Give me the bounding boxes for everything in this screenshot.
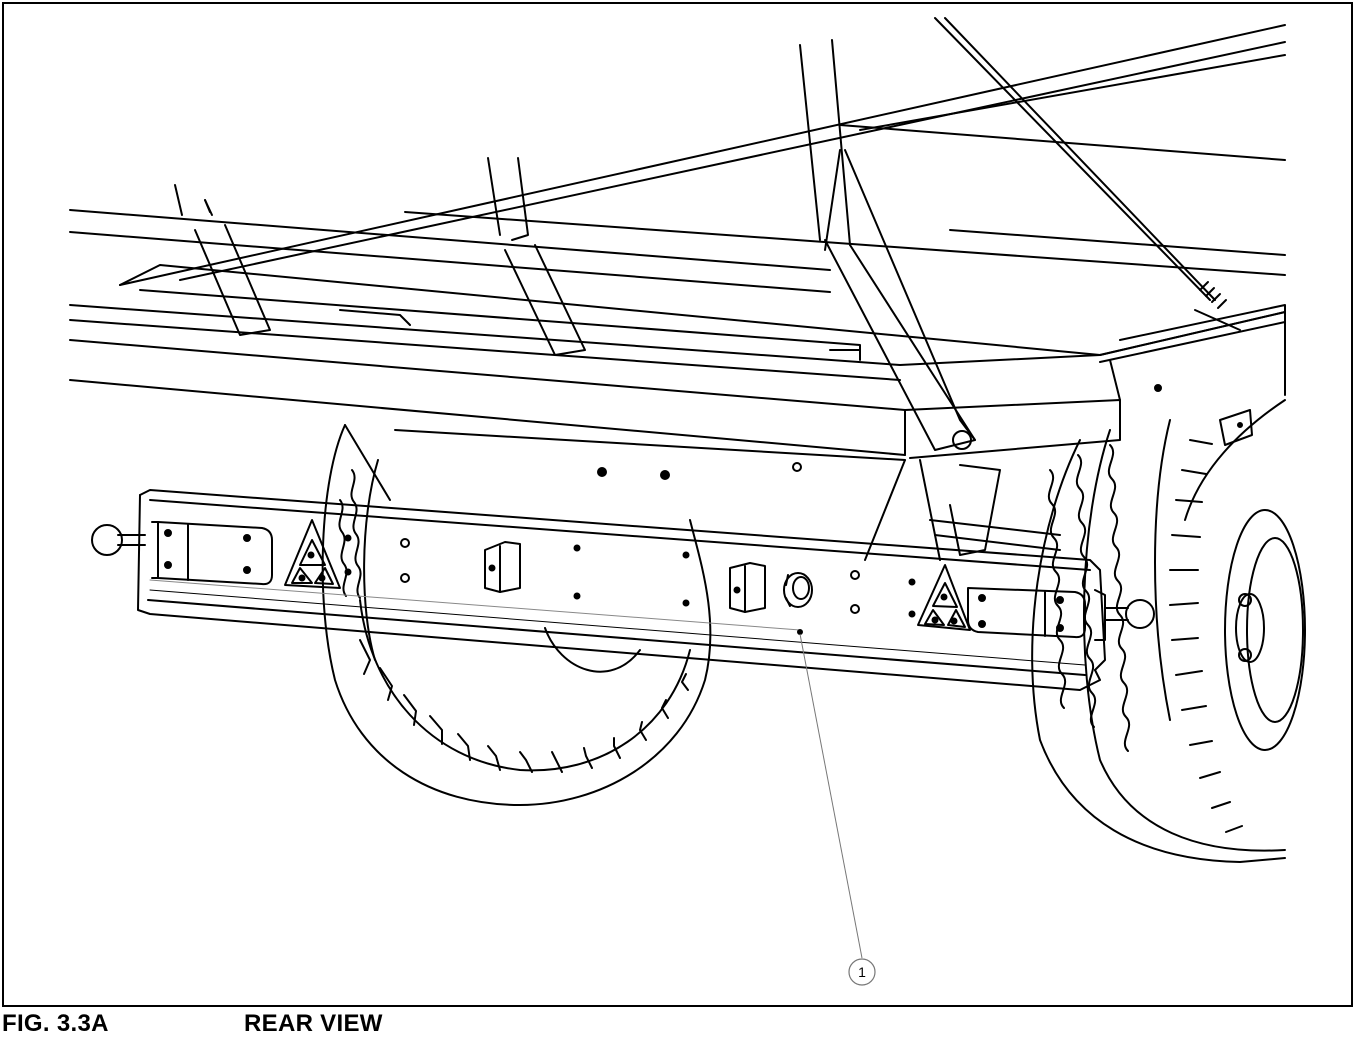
left-reflector-triangle [284, 519, 341, 589]
chassis-beam [69, 304, 1286, 459]
tie-strap [934, 17, 1241, 331]
callout-leader-line [799, 633, 863, 959]
right-wheel [1031, 399, 1306, 863]
side-bracket [1219, 409, 1253, 446]
stanchion-2 [487, 157, 586, 356]
callout-1-label: 1 [858, 964, 866, 980]
number-plate-lamp [484, 541, 521, 593]
deck-platform [69, 24, 1286, 381]
electrical-socket [783, 572, 813, 608]
axle-assembly [919, 459, 1061, 561]
right-tail-lamp [967, 587, 1106, 641]
left-wheel [321, 424, 712, 806]
center-lamp [729, 562, 766, 613]
stanchion-3 [799, 39, 976, 451]
stanchion-1 [174, 184, 271, 336]
right-side-marker [1104, 599, 1155, 629]
rear-light-bar [137, 489, 1106, 691]
right-reflector-triangle [917, 564, 971, 631]
cross-brace [139, 289, 861, 361]
figure-title: REAR VIEW [244, 1010, 383, 1037]
figure-border [2, 2, 1353, 1007]
mounting-holes [344, 534, 916, 635]
callout-1: 1 [848, 958, 876, 986]
left-side-marker [91, 524, 146, 556]
left-tail-lamp [151, 521, 273, 586]
figure-number: FIG. 3.3A [2, 1010, 109, 1037]
callout-1-bubble [848, 958, 876, 986]
